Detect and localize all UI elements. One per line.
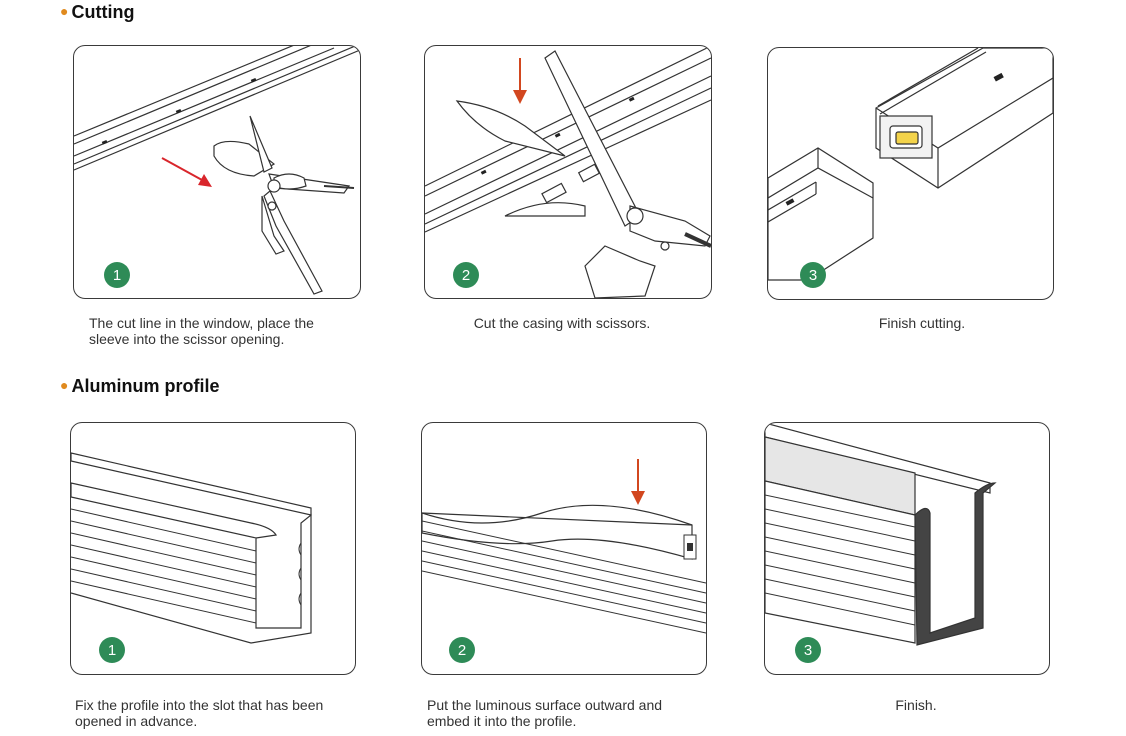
illustration-profile-step-2: 2 [421, 422, 707, 675]
arrow-icon [161, 157, 212, 187]
caption-profile-step-1: Fix the profile into the slot that has b… [75, 697, 324, 729]
arrow-icon [631, 459, 645, 505]
step-badge: 1 [104, 262, 130, 288]
embed-strip-illustration [422, 459, 706, 634]
dot-bullet-icon: ● [60, 377, 69, 393]
caption-profile-step-2: Put the luminous surface outward and emb… [427, 697, 663, 729]
illustration-cutting-step-3: 3 [767, 47, 1054, 300]
illustration-cutting-step-2: 2 [424, 45, 712, 299]
illustration-profile-step-3: 3 [764, 422, 1050, 675]
profile-finished-illustration [765, 423, 997, 646]
section-title-cutting: ●Cutting [60, 2, 135, 22]
aluminum-profile-illustration [71, 452, 312, 644]
caption-cutting-step-2: Cut the casing with scissors. [473, 315, 651, 331]
illustration-cutting-step-1: 1 [73, 45, 361, 299]
section-title-aluminum-profile: ●Aluminum profile [60, 376, 220, 396]
arrow-icon [513, 58, 527, 104]
step-badge: 1 [99, 637, 125, 663]
step-badge: 2 [449, 637, 475, 663]
caption-cutting-step-1: The cut line in the window, place the sl… [89, 315, 314, 347]
illustration-profile-step-1: 1 [70, 422, 356, 675]
dot-bullet-icon: ● [60, 3, 69, 19]
caption-cutting-step-3: Finish cutting. [878, 315, 966, 331]
step-badge: 3 [795, 637, 821, 663]
cut-finished-illustration [768, 48, 1053, 281]
step-badge: 3 [800, 262, 826, 288]
scissors-cut-illustration [74, 46, 360, 295]
scissors-cut-casing-illustration [425, 46, 711, 298]
step-badge: 2 [453, 262, 479, 288]
caption-profile-step-3: Finish. [895, 697, 937, 713]
